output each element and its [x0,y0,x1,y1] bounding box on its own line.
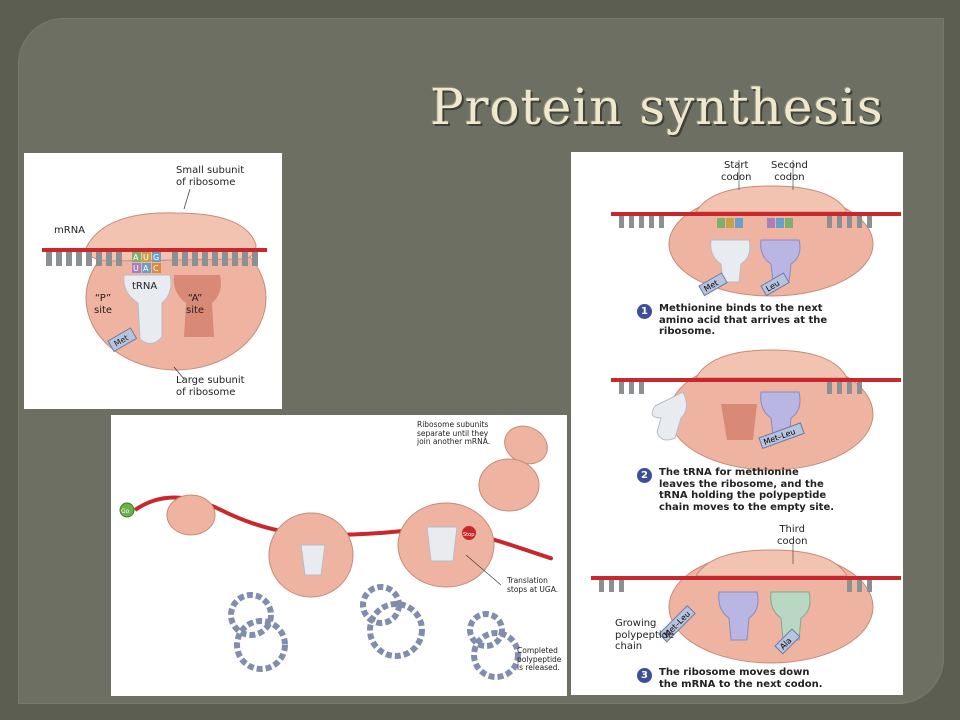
go-signal: Go [121,508,130,515]
start-codon-label: Start codon [721,160,752,183]
step2-number: 2 [637,468,652,483]
mrna-label: mRNA [54,225,86,236]
p-site-label: “P” site [94,293,113,316]
stop-signal: Stop [463,532,474,538]
third-codon-label: Third codon [777,524,808,547]
codon-base-2: U [143,253,149,262]
anticodon-base-1: U [133,264,139,273]
a-site-label: “A” site [186,293,205,316]
trna-label: tRNA [132,281,158,292]
translation-overview-panel: Go Stop Ribosome subunits separate until… [111,415,567,696]
small-subunit-label: Small subunit of ribosome [176,165,245,188]
ribosome-diagram-panel: A U G U A C Met Small subunit of ribosom… [24,153,282,409]
step3-text: The ribosome moves down the mRNA to the … [659,667,823,690]
completed-polypeptide-label: Completed polypeptide is released. [517,646,562,673]
codon-base-1: A [133,253,139,262]
translation-stops-label: Translation stops at UGA. [507,576,559,594]
second-codon-label: Second codon [771,160,808,183]
ribosome-diagram: A U G U A C Met [42,188,267,380]
subunits-separate-label: Ribosome subunits separate until they jo… [417,420,491,447]
anticodon-base-2: A [143,264,149,273]
mrna-strand [42,248,267,266]
step3-number: 3 [637,668,652,683]
step1-text: Methionine binds to the next amino acid … [659,303,828,337]
trna-shape [123,274,172,344]
growing-chain-label: Growing polypeptide chain [615,618,675,652]
step2-text: The tRNA for methionine leaves the ribos… [659,467,835,513]
slide-title: Protein synthesis [430,78,884,136]
large-subunit-label: Large subunit of ribosome [176,375,245,398]
codon-bases: A U G U A C [132,252,161,273]
step1-number: 1 [637,304,652,319]
translation-diagram: Go Stop [119,425,553,680]
elongation-diagram: Met Leu Met–Leu Met–Leu Ala [591,160,901,664]
anticodon-base-3: C [153,264,159,273]
codon-base-3: G [153,253,159,262]
elongation-steps-panel: Met Leu Met–Leu Met–Leu Ala Start codon … [571,152,903,695]
